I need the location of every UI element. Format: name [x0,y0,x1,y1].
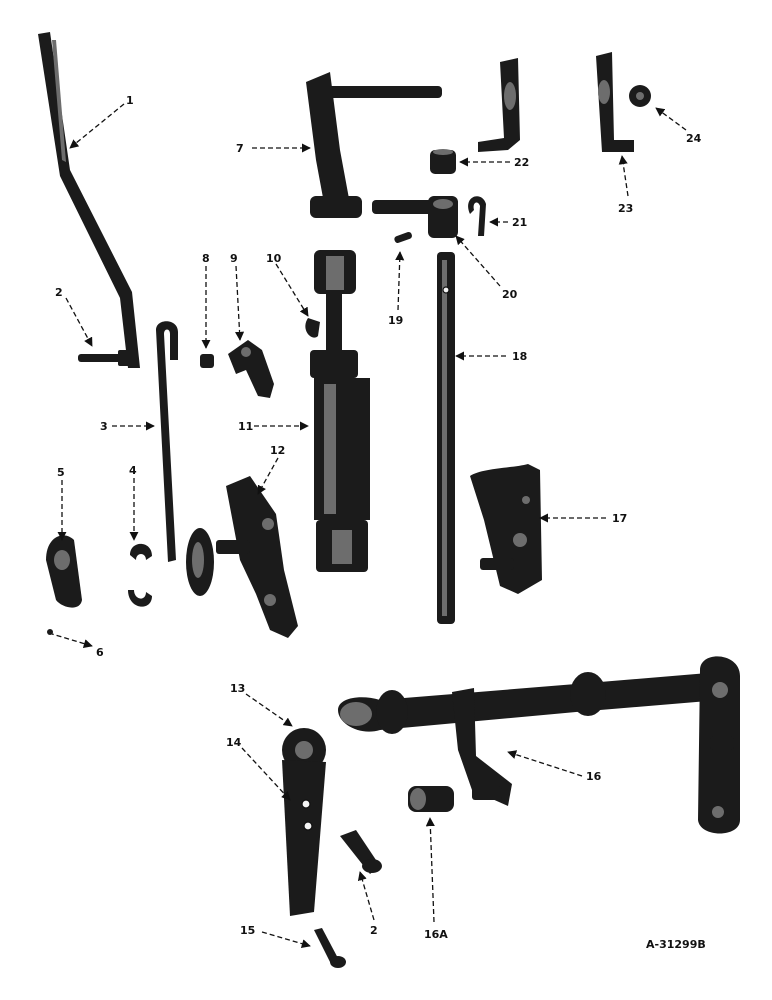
leader-lines [51,103,687,949]
callout-24: 24 [686,132,702,145]
callout-2-upper: 2 [55,286,63,299]
callout-9: 9 [230,252,238,265]
figure-id: A-31299B [646,938,706,951]
callout-5: 5 [57,466,65,479]
part-21-clip [468,196,486,236]
callout-19: 19 [388,314,403,327]
callout-6: 6 [96,646,104,659]
part-20-shaft [372,196,458,238]
callout-22: 22 [514,156,529,169]
callout-21: 21 [512,216,527,229]
callout-17: 17 [612,512,627,525]
callout-11: 11 [238,420,253,433]
callout-10: 10 [266,252,282,265]
part-19-pin [394,231,412,243]
callout-7: 7 [236,142,244,155]
part-17-bracket [470,464,542,594]
part-2-pin-lower [340,830,382,874]
part-10-cotter-pin [305,318,320,338]
part-3-rod [156,321,214,596]
callout-12: 12 [270,444,285,457]
callout-labels: 1 2 3 4 5 6 7 8 9 10 11 12 13 14 15 2 16… [55,94,706,951]
callout-8: 8 [202,252,210,265]
part-14-lift-arm [282,728,326,916]
part-12-plate [216,476,298,638]
callout-13: 13 [230,682,245,695]
callout-2-lower: 2 [370,924,378,937]
part-bracket-upper [478,58,520,152]
part-22-bushing [430,149,456,174]
callout-4: 4 [129,464,137,477]
part-15-bolt [314,928,346,968]
part-16-rockshaft [338,656,740,834]
part-11-cylinder [310,250,370,572]
part-8-bushing [200,354,214,368]
callout-15: 15 [240,924,255,937]
part-6-item [47,629,53,635]
part-7-crank [306,72,442,218]
callout-16a: 16A [424,928,448,941]
part-1-lever [38,32,140,368]
callout-23: 23 [618,202,633,215]
part-9-bracket [228,340,274,398]
callout-16: 16 [586,770,602,783]
callout-1: 1 [126,94,134,107]
callout-20: 20 [502,288,518,301]
part-24-nut [629,85,651,107]
part-16a-bushing [408,786,454,812]
callout-18: 18 [512,350,527,363]
callout-14: 14 [226,736,242,749]
part-23-bracket [596,52,634,152]
part-4-collar [128,543,152,607]
part-5-cap [46,535,82,608]
part-2-pin [78,350,130,366]
callout-3: 3 [100,420,108,433]
part-18-rod [437,252,455,624]
